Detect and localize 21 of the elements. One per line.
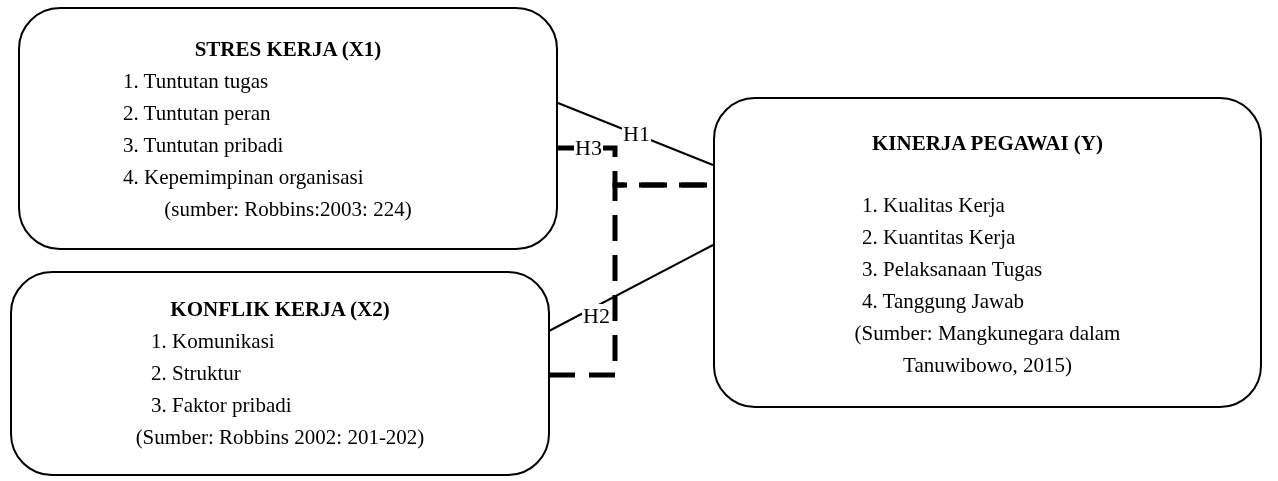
list-item: 1. Tuntutan tugas [123, 68, 269, 95]
list-item: 2. Tuntutan peran [123, 100, 271, 127]
list-item: 2. Struktur [151, 360, 241, 387]
rounded-box [18, 7, 558, 250]
connector-line [548, 244, 714, 332]
source-note: (Sumber: Robbins 2002: 201-202) [134, 424, 426, 451]
rounded-box [713, 97, 1262, 408]
list-item: 1. Komunikasi [151, 328, 275, 355]
source-note: (sumber: Robbins:2003: 224) [163, 196, 413, 223]
box-heading: KONFLIK KERJA (X2) [169, 296, 391, 323]
list-item: 4. Kepemimpinan organisasi [123, 164, 364, 191]
list-item: 2. Kuantitas Kerja [862, 224, 1016, 251]
list-item: 3. Pelaksanaan Tugas [862, 256, 1043, 283]
list-item: 1. Kualitas Kerja [862, 192, 1005, 219]
list-item: 4. Tanggung Jawab [862, 288, 1025, 315]
list-item: 3. Tuntutan pribadi [123, 132, 284, 159]
list-item: 3. Faktor pribadi [151, 392, 292, 419]
box-heading: KINERJA PEGAWAI (Y) [871, 130, 1104, 157]
rounded-box [10, 271, 550, 476]
source-note: (Sumber: Mangkunegara dalam Tanuwibowo, 2015) [853, 320, 1122, 379]
box-heading: STRES KERJA (X1) [193, 36, 383, 63]
